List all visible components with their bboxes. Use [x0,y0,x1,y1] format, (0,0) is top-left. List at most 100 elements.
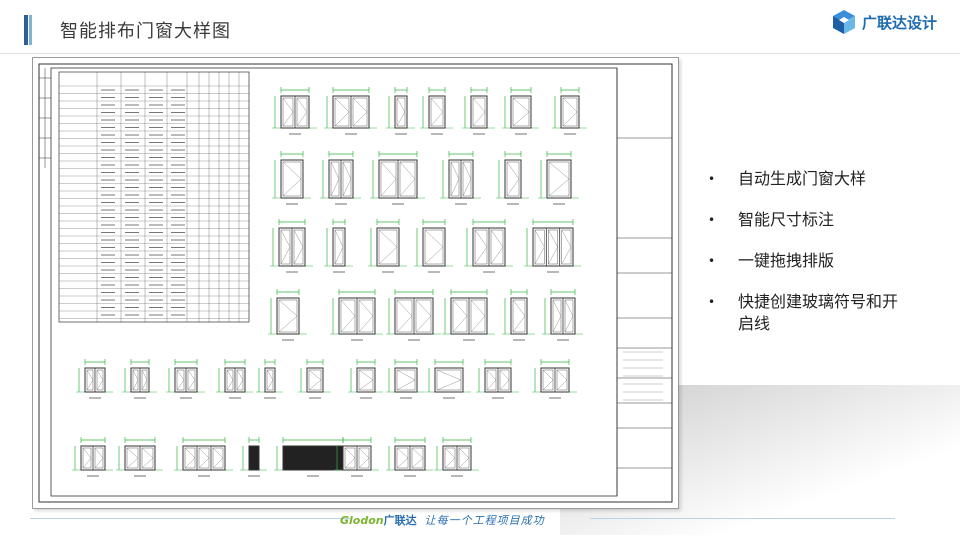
glass-pane [470,299,486,333]
feature-text: 智能尺寸标注 [738,210,835,229]
opening-line [378,229,398,265]
window-frame [504,159,522,199]
feature-text: 快捷创建玻璃符号和开启线 [738,292,899,333]
footer-brand: Glodon [340,513,384,527]
opening-line [280,229,291,265]
opening-line [198,447,210,469]
glass-pane [334,229,344,265]
footer-brand-cn: 广联达 [383,514,417,527]
opening-line [512,299,526,333]
glass-pane [358,369,374,391]
glass-pane [430,97,444,127]
opening-line [342,161,352,197]
window-frame [394,367,418,393]
glass-pane [399,161,416,197]
window-frame [332,227,346,267]
opening-line [474,229,488,265]
feature-item: • 自动生成门窗大样 [708,168,948,190]
opening-line [344,447,356,469]
window-frame [428,95,446,129]
glass-pane [499,369,510,391]
window-frame [434,367,464,393]
glass-pane [462,161,472,197]
cad-drawing [38,63,673,503]
glass-pane [266,369,274,391]
window-frame [376,227,400,267]
opening-line [399,161,416,197]
glass-pane [296,97,308,127]
glass-pane [330,161,340,197]
feature-item: • 智能尺寸标注 [708,209,948,231]
glass-pane [564,299,574,333]
glass-pane [236,369,244,391]
sheet-border [38,63,673,503]
opening-line [293,229,304,265]
glass-pane [548,229,558,265]
glass-pane [352,97,368,127]
opening-line [564,299,574,333]
opening-line [486,369,497,391]
opening-line [430,97,444,127]
opening-line [548,161,570,197]
glass-pane [542,369,554,391]
opening-line [506,161,520,197]
feature-item: • 快捷创建玻璃符号和开启线 [708,291,948,335]
opening-line [358,299,374,333]
glass-pane [396,369,416,391]
glass-pane [552,299,562,333]
opening-line [282,97,294,127]
opening-line [176,369,185,391]
opening-line [472,97,486,127]
window-frame [264,367,276,393]
drawing-frame [50,67,618,497]
opening-line [552,299,562,333]
opening-line [141,369,148,391]
glass-pane [82,447,92,469]
opening-line [396,97,406,127]
glass-pane [561,229,572,265]
opening-line [236,369,244,391]
opening-line [358,447,370,469]
window-frame [306,367,324,393]
glass-pane [176,369,185,391]
glass-pane [132,369,139,391]
opening-line [96,369,104,391]
bullet-dot-icon: • [708,213,716,227]
glass-pane [198,447,210,469]
footer-slogan: 让每一个工程项目成功 [424,514,545,527]
bullet-dot-icon: • [708,295,716,309]
opening-line [141,447,154,469]
header-divider [0,53,960,54]
opening-line [330,161,340,197]
bullet-dot-icon: • [708,172,716,186]
glass-pane [474,229,488,265]
glass-pane [94,447,104,469]
glass-pane [452,299,468,333]
cube-logo-icon [833,10,855,34]
opening-line [94,447,104,469]
opening-line [126,447,139,469]
glass-pane [486,369,497,391]
glass-pane [556,369,568,391]
glass-pane [506,161,520,197]
opening-line [436,369,462,391]
glass-pane [184,447,196,469]
opening-line [458,447,470,469]
opening-line [542,369,554,391]
glass-pane [534,229,545,265]
feature-text: 一键拖拽排版 [738,251,835,270]
opening-line [212,447,224,469]
footer-divider-left [30,518,350,519]
glass-pane [293,229,304,265]
page-title: 智能排布门窗大样图 [60,21,231,42]
opening-line [462,161,472,197]
glass-pane [411,447,424,469]
opening-line [86,369,94,391]
glass-pane [358,299,374,333]
feature-item: • 一键拖拽排版 [708,250,948,272]
opening-line [470,299,486,333]
glass-pane [280,229,291,265]
opening-line [187,369,196,391]
opening-line [308,369,322,391]
glass-pane [378,229,398,265]
